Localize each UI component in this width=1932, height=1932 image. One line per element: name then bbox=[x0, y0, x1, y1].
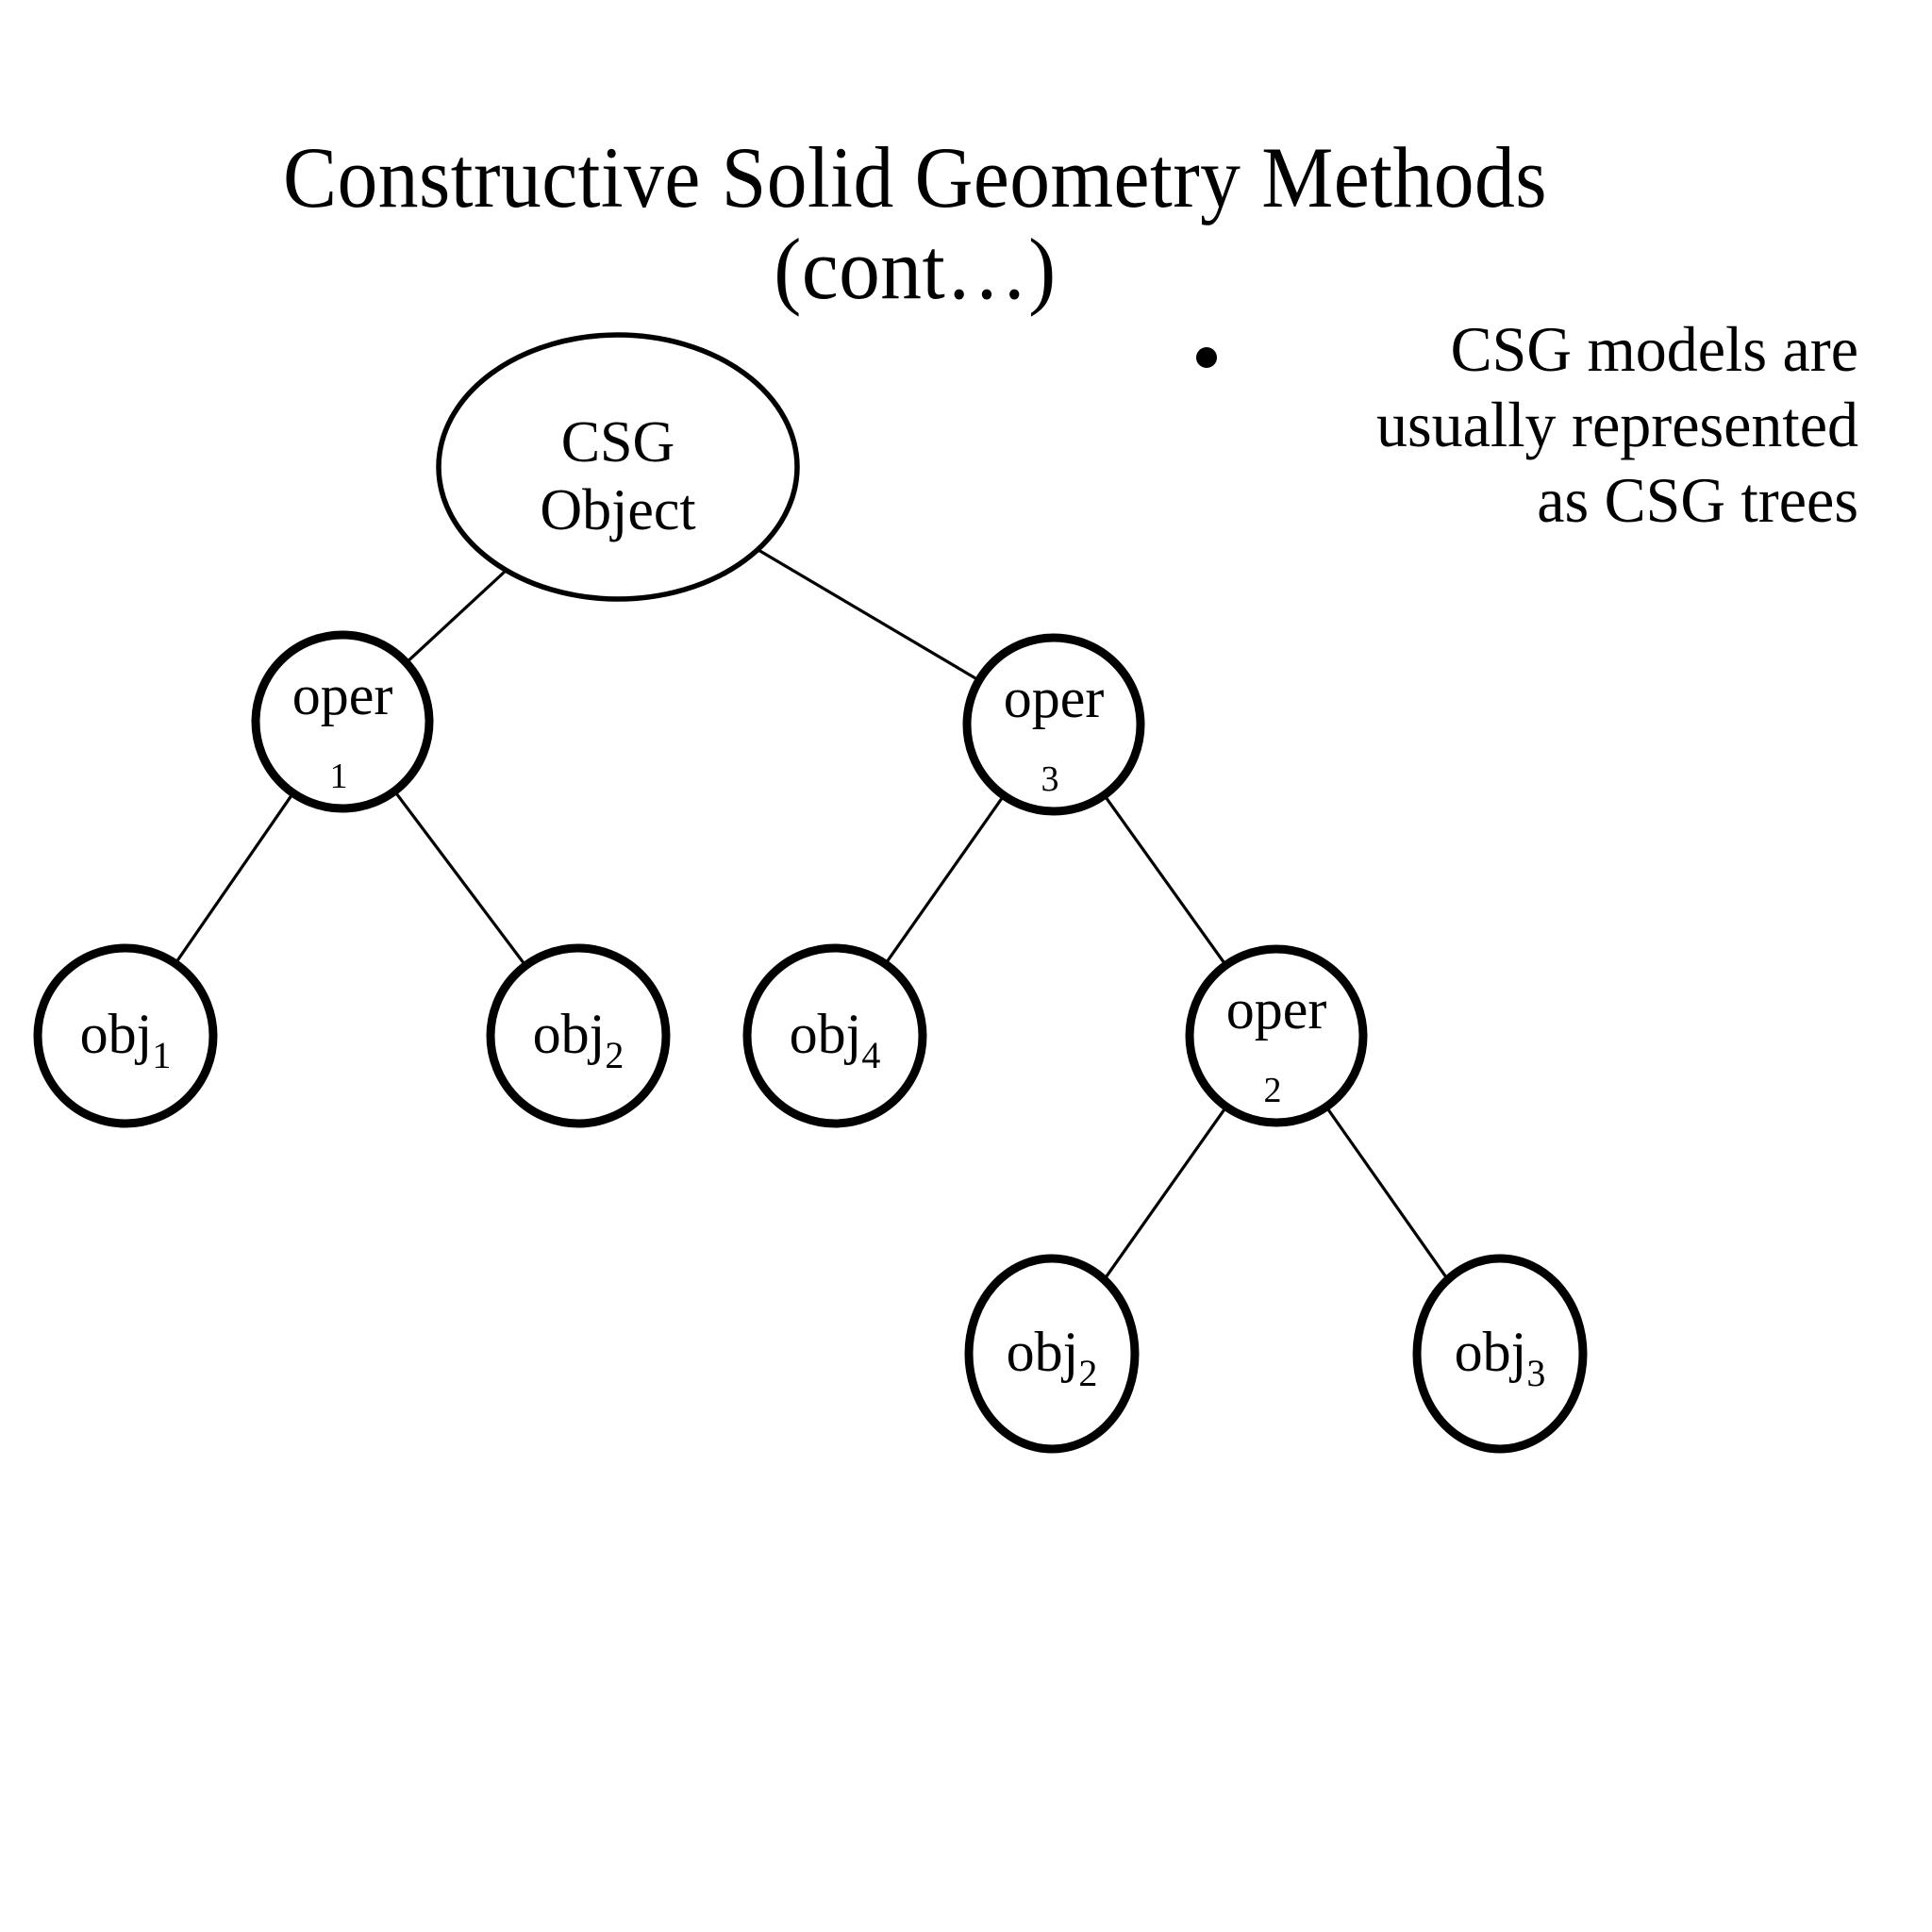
node-outline bbox=[436, 332, 800, 602]
node-outline bbox=[742, 943, 927, 1128]
bullet-line-3: as CSG trees bbox=[1537, 464, 1858, 537]
node-label: obj4 bbox=[790, 1003, 881, 1076]
node-outline bbox=[486, 943, 671, 1128]
tree-node-obj2b[interactable]: obj2 bbox=[964, 1254, 1140, 1454]
bullet-dot-icon bbox=[1196, 347, 1217, 368]
tree-edge bbox=[391, 789, 528, 969]
node-subscript: 1 bbox=[330, 757, 348, 796]
tree-edge bbox=[755, 547, 982, 683]
tree-edge bbox=[173, 791, 296, 967]
tree-node-obj1[interactable]: obj1 bbox=[33, 943, 218, 1128]
bullet-text-block: CSG models are usually represented as CS… bbox=[1179, 311, 1858, 539]
node-subscript: 3 bbox=[1041, 759, 1059, 799]
node-label-line2: Object bbox=[540, 478, 695, 542]
node-outline bbox=[962, 633, 1145, 816]
tree-edge bbox=[883, 792, 1007, 967]
tree-edge bbox=[1101, 1104, 1229, 1283]
node-label: obj1 bbox=[80, 1003, 172, 1076]
tree-node-oper2[interactable]: oper 2 bbox=[1185, 944, 1368, 1127]
node-label: obj2 bbox=[1007, 1321, 1098, 1394]
node-subscript: 3 bbox=[1526, 1352, 1545, 1394]
node-label: oper bbox=[1226, 978, 1327, 1041]
tree-node-obj4[interactable]: obj4 bbox=[742, 943, 927, 1128]
tree-node-obj2a[interactable]: obj2 bbox=[486, 943, 671, 1128]
node-outline bbox=[1412, 1254, 1588, 1454]
node-outline bbox=[33, 943, 218, 1128]
node-subscript: 1 bbox=[152, 1034, 171, 1076]
node-label: obj2 bbox=[533, 1003, 625, 1076]
node-label: oper bbox=[1004, 667, 1105, 729]
tree-node-oper3[interactable]: oper 3 bbox=[962, 633, 1145, 816]
tree-node-obj3[interactable]: obj3 bbox=[1412, 1254, 1588, 1454]
node-label: oper bbox=[292, 664, 393, 726]
tree-edge bbox=[1324, 1104, 1451, 1282]
node-outline bbox=[251, 630, 434, 813]
node-subscript: 2 bbox=[1264, 1071, 1282, 1110]
node-subscript: 2 bbox=[1078, 1352, 1097, 1394]
node-label-line1: CSG bbox=[561, 410, 675, 475]
node-subscript: 4 bbox=[861, 1034, 880, 1076]
node-outline bbox=[964, 1254, 1140, 1454]
node-subscript: 2 bbox=[605, 1034, 624, 1076]
bullet-line-2: usually represented bbox=[1375, 389, 1858, 461]
tree-edge bbox=[1102, 792, 1228, 968]
tree-node-oper1[interactable]: oper 1 bbox=[251, 630, 434, 813]
tree-edges-layer bbox=[173, 547, 1451, 1283]
node-outline bbox=[1185, 944, 1368, 1127]
bullet-line-1: CSG models are bbox=[1450, 313, 1858, 385]
tree-edge bbox=[403, 567, 509, 666]
node-label: obj3 bbox=[1455, 1321, 1546, 1394]
